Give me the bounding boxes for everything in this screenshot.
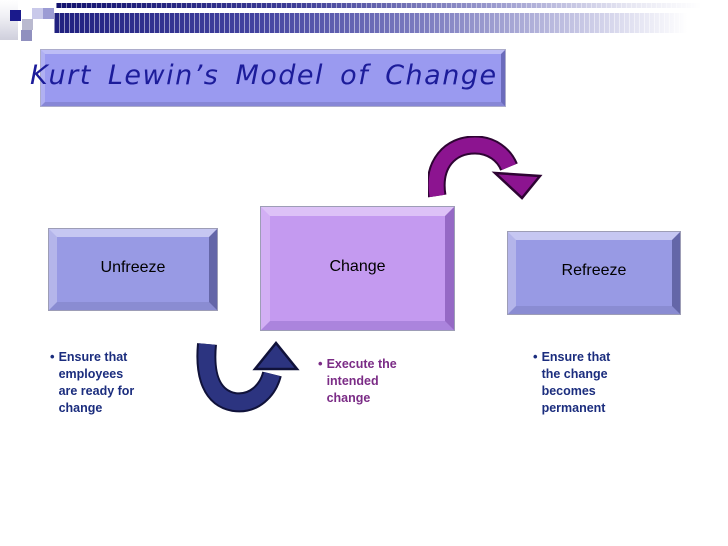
refreeze-bullet-text: Ensure that the change becomes permanent [541, 350, 611, 415]
bullet-marker: • [533, 349, 538, 364]
unfreeze-to-change-arrow [196, 341, 300, 413]
refreeze-box-label: Refreeze [561, 262, 627, 279]
change-box-label: Change [329, 257, 386, 275]
unfreeze-bullet-text: Ensure that employees are ready for chan… [58, 350, 135, 415]
unfreeze-box-label: Unfreeze [100, 258, 166, 276]
slide-title: Kurt Lewin’s Model of Change [30, 60, 498, 91]
header-square-light [32, 8, 43, 19]
bullet-marker: • [318, 356, 323, 371]
title-banner [41, 50, 505, 106]
refreeze-box: Refreeze [508, 232, 680, 314]
change-bullet-text: Execute the intended change [326, 357, 397, 405]
header-thin-bar [56, 3, 728, 8]
unfreeze-bullet-item: • Ensure that employees are ready for ch… [50, 349, 170, 417]
header-square-gray [22, 19, 33, 30]
change-to-refreeze-arrow [428, 136, 543, 200]
unfreeze-box: Unfreeze [49, 229, 217, 310]
header-square-mauve [21, 30, 32, 41]
header-main-bar [54, 13, 728, 33]
bullet-marker: • [50, 349, 55, 364]
change-bullet-item: • Execute the intended change [318, 356, 438, 407]
header-square-medium [43, 8, 54, 19]
change-box: Change [261, 207, 454, 330]
refreeze-bullet-item: • Ensure that the change becomes permane… [533, 349, 653, 417]
header-square-navy [10, 10, 21, 21]
